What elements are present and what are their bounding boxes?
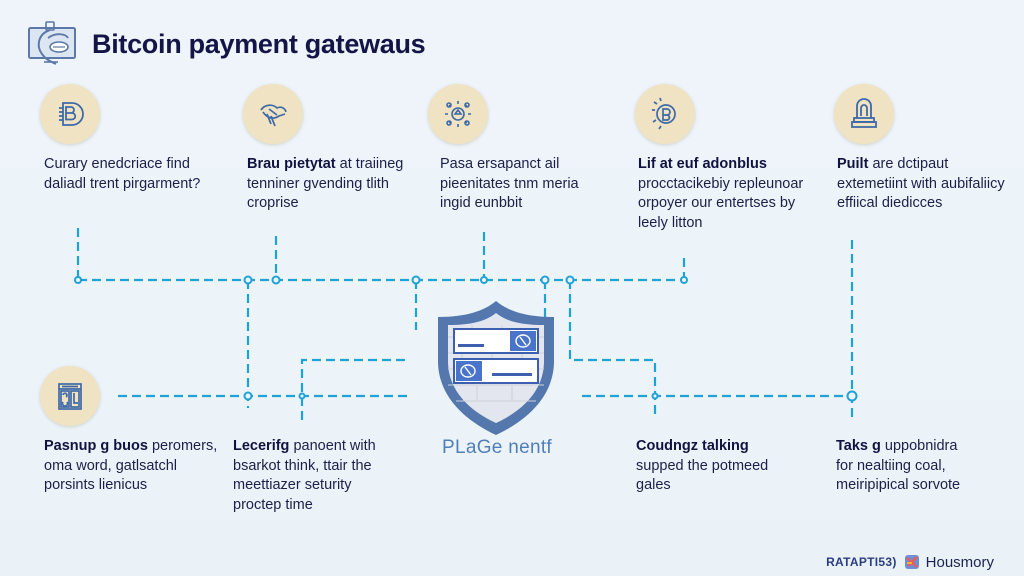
junction-dot xyxy=(243,391,253,401)
top-node-4-text: procctacikebiy repleunoar orpoyer our en… xyxy=(638,175,804,231)
bottom-node-4-text: uppobnidra for nealtiing coal, meiripipi… xyxy=(836,438,961,493)
junction-dot xyxy=(298,392,306,400)
branch-line-d xyxy=(568,280,657,418)
junction-dot xyxy=(565,275,575,285)
top-node-1-text: Curary enedcriace find daliadl trent pir… xyxy=(44,156,201,192)
bottom-node-2-title: Lecerifg xyxy=(233,438,290,454)
top-node-2-text: at traiineg tenniner gvending tlith crop… xyxy=(247,156,404,211)
browser-window-icon xyxy=(40,366,100,426)
bottom-node-3-title: Coudngz talking xyxy=(636,438,749,454)
junction-dot xyxy=(680,276,688,284)
footer-brand-right: Housmory xyxy=(925,553,994,571)
bitcoin-coin-icon xyxy=(40,84,100,144)
monitor-network-icon xyxy=(28,21,76,65)
security-shield-icon xyxy=(438,301,554,435)
top-node-3-text: Pasa ersapanct ail pieenitates tnm meria… xyxy=(440,156,579,211)
handshake-icon xyxy=(243,84,303,144)
junction-dot xyxy=(271,275,281,285)
shield-label: PLaGe nentf xyxy=(442,437,552,458)
footer-brand: RATAPTI53) Housmory xyxy=(826,553,994,571)
step-line-left xyxy=(300,358,406,420)
lock-document-icon xyxy=(834,84,894,144)
junction-dot xyxy=(411,275,421,285)
junction-dot xyxy=(480,276,488,284)
brand-logo-icon xyxy=(904,555,919,569)
bottom-node-2-text: panoent with bsarkot think, ttair the me… xyxy=(233,438,376,513)
junction-dot xyxy=(846,390,858,402)
header: Bitcoin payment gatewaus xyxy=(26,20,426,68)
junction-dot xyxy=(243,275,253,285)
top-node-5-text: are dctipaut extemetiint with aubifaliic… xyxy=(837,156,1005,211)
junction-dot xyxy=(74,276,82,284)
bitcoin-gear-icon xyxy=(635,84,695,144)
junction-dot xyxy=(651,392,659,400)
top-node-4-title: Lif at euf adonblus xyxy=(638,156,767,172)
top-node-2-title: Brau pietytat xyxy=(247,156,336,172)
bottom-node-3-text: supped the potmeed gales xyxy=(636,457,769,494)
footer-brand-left: RATAPTI53) xyxy=(826,555,897,569)
bottom-node-1-title: Pasnup g buos xyxy=(44,438,148,454)
bottom-node-1-text: peromers, oma word, gatlsatchl porsints … xyxy=(44,438,218,493)
bottom-node-4-title: Taks g xyxy=(836,438,881,454)
junction-dot xyxy=(540,275,550,285)
network-gear-icon xyxy=(428,84,488,144)
page-title: Bitcoin payment gatewaus xyxy=(92,28,426,59)
top-node-5-title: Puilt xyxy=(837,156,869,172)
